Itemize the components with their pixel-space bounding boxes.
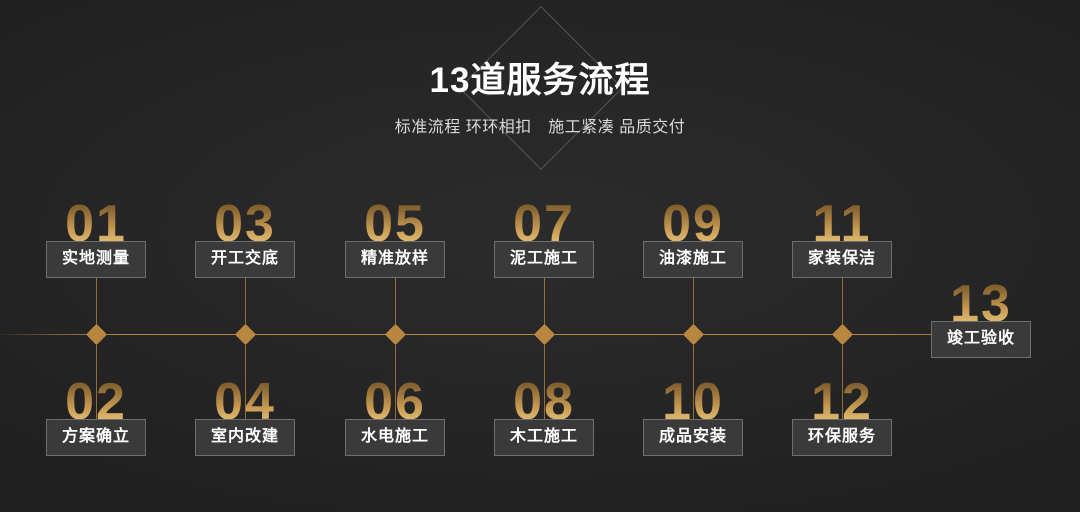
step-label[interactable]: 水电施工 [344, 419, 445, 456]
timeline-stem-up [245, 250, 246, 335]
timeline-node-marker [831, 323, 854, 346]
step-label[interactable]: 木工施工 [493, 419, 594, 456]
timeline-stem-down [544, 334, 545, 429]
step-label[interactable]: 成品安装 [642, 419, 743, 456]
timeline-stem-down [693, 334, 694, 429]
step-label[interactable]: 室内改建 [194, 419, 295, 456]
timeline-node-marker [533, 323, 556, 346]
timeline-node-marker [384, 323, 407, 346]
page-subtitle: 标准流程 环环相扣 施工紧凑 品质交付 [394, 119, 686, 136]
timeline-stem-up [693, 250, 694, 335]
step-label[interactable]: 家装保洁 [791, 241, 892, 278]
timeline-stem-up [544, 250, 545, 335]
timeline-stem-up [395, 250, 396, 335]
timeline-node-marker [234, 323, 257, 346]
step-label[interactable]: 实地测量 [45, 241, 146, 278]
step-label[interactable]: 泥工施工 [493, 241, 594, 278]
step-label[interactable]: 开工交底 [194, 241, 295, 278]
step-label[interactable]: 竣工验收 [930, 321, 1031, 358]
timeline-stem-down [96, 334, 97, 429]
step-label[interactable]: 精准放样 [344, 241, 445, 278]
timeline-axis [0, 334, 1000, 335]
timeline-stem-up [842, 250, 843, 335]
timeline-stem-up [96, 250, 97, 335]
step-label[interactable]: 油漆施工 [642, 241, 743, 278]
timeline-node-marker [85, 323, 108, 346]
timeline-stem-down [842, 334, 843, 429]
timeline-stem-down [245, 334, 246, 429]
timeline-node-marker [682, 323, 705, 346]
step-label[interactable]: 方案确立 [45, 419, 146, 456]
timeline-stem-down [395, 334, 396, 429]
step-label[interactable]: 环保服务 [791, 419, 892, 456]
page-title: 13道服务流程 [429, 61, 651, 100]
